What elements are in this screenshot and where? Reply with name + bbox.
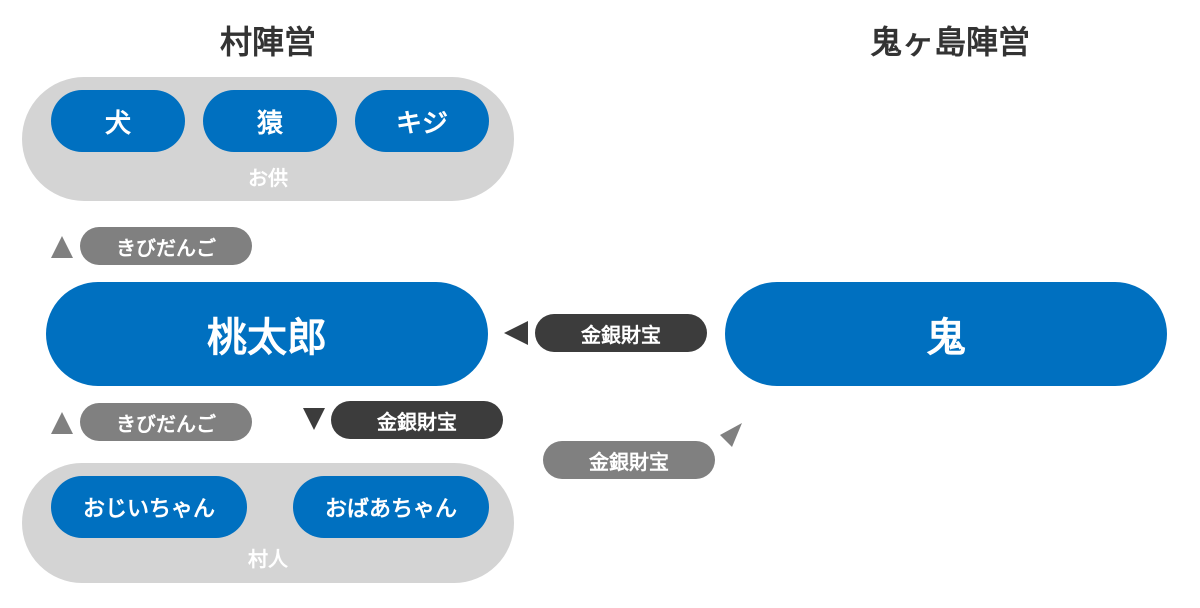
kibidango-tag-upper: きびだんご: [80, 227, 252, 265]
diagonal-arrow-icon: [720, 423, 742, 447]
companion-monkey[interactable]: 猿: [203, 90, 337, 152]
companions-group-label: お供: [248, 166, 288, 190]
village-camp-title: 村陣営: [219, 23, 316, 61]
treasure-tag-to-villagers: 金銀財宝: [331, 401, 503, 439]
left-arrow-icon: [504, 321, 528, 345]
down-arrow-icon: [303, 408, 325, 430]
villager-grandmother[interactable]: おばあちゃん: [293, 476, 489, 538]
treasure-tag-outgoing: 金銀財宝: [543, 441, 715, 479]
up-arrow-icon: [51, 412, 73, 434]
villager-grandfather[interactable]: おじいちゃん: [51, 476, 247, 538]
villagers-group-label: 村人: [248, 547, 288, 571]
companion-dog[interactable]: 犬: [51, 90, 185, 152]
momotaro-node[interactable]: 桃太郎: [46, 282, 488, 386]
up-arrow-icon: [51, 236, 73, 258]
companion-pheasant[interactable]: キジ: [355, 90, 489, 152]
oni-island-camp-title: 鬼ヶ島陣営: [869, 23, 1030, 61]
oni-node[interactable]: 鬼: [725, 282, 1167, 386]
kibidango-tag-lower: きびだんご: [80, 403, 252, 441]
treasure-tag-from-oni: 金銀財宝: [535, 314, 707, 352]
